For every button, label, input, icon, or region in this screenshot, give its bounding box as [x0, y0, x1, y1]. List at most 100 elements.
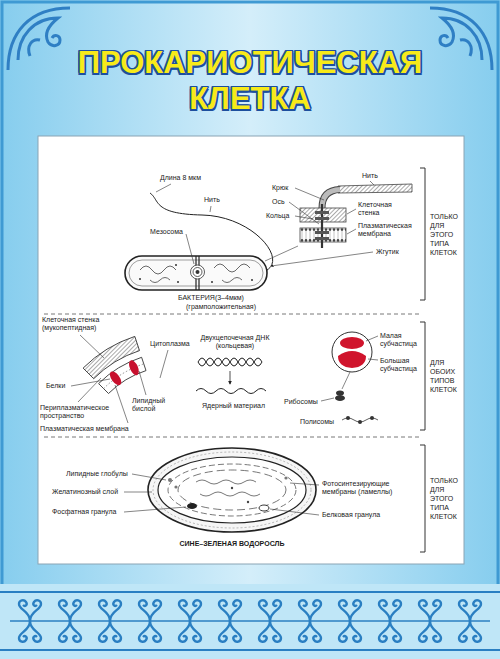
bacterium — [211, 281, 213, 283]
bracket — [420, 168, 425, 300]
leader-line — [132, 474, 166, 480]
figure-caption: БАКТЕРИЯ(3–4мкм) — [178, 294, 244, 302]
leader-line — [290, 483, 319, 485]
ornament-band — [0, 649, 500, 651]
part-label: Ядерный материал — [202, 402, 265, 410]
part-label: Клеточная стенка (мукопептидная) — [42, 316, 114, 332]
part-label: Нить — [362, 172, 378, 180]
leader-line — [115, 385, 128, 423]
blue-green-alga — [284, 476, 287, 479]
bacterium — [139, 278, 141, 280]
part-label: Периплазматическое пространство — [40, 404, 112, 420]
ornament-band — [0, 584, 500, 659]
part-label: Двухцепочечная ДНК (кольцевая) — [196, 334, 274, 350]
blue-green-alga — [148, 448, 316, 532]
blue-green-alga — [231, 487, 233, 489]
part-label: Большая субчастица — [380, 357, 424, 373]
flagellum-detail — [338, 184, 412, 193]
ribosome — [358, 420, 362, 424]
cell-wall-section — [127, 359, 141, 377]
leader-line — [139, 371, 146, 395]
corner-ornament — [18, 18, 60, 60]
bacterium — [140, 266, 176, 274]
dna-and-nucleoid — [198, 358, 262, 366]
flagellum-detail — [315, 211, 329, 214]
leader-line — [71, 181, 378, 515]
part-label: Плазматическая мембрана — [358, 222, 420, 238]
leader-line — [71, 379, 110, 386]
ornament-band — [0, 584, 500, 659]
cell-wall-section — [108, 369, 124, 387]
part-label: Клеточная стенка — [358, 201, 400, 217]
leader-line — [289, 202, 319, 224]
part-label: Длина 8 мкм — [160, 174, 201, 182]
leader-line — [321, 398, 334, 401]
leader-line — [347, 209, 356, 214]
cell-wall-section — [99, 357, 146, 393]
blue-green-alga — [247, 501, 249, 503]
leader-line — [366, 336, 378, 341]
bacterium — [125, 193, 273, 290]
part-label: Малая субчастица — [380, 332, 424, 348]
bacterium — [191, 265, 205, 279]
part-label: Рибосомы — [284, 398, 318, 406]
flagellum-detail — [322, 190, 340, 209]
part-label: Белковая гранула — [322, 511, 380, 519]
leader-line — [124, 507, 186, 512]
leader-line — [271, 252, 373, 266]
poster-title: ПРОКАРИОТИЧЕСКАЯ КЛЕТКА — [40, 45, 460, 117]
corner-ornament — [460, 40, 471, 56]
flagellum-detail — [315, 231, 329, 234]
figure-caption: СИНЕ–ЗЕЛЕНАЯ ВОДОРОСЛЬ — [180, 540, 285, 548]
leader-line — [160, 350, 168, 378]
part-label: Нить — [204, 196, 220, 204]
ribosome — [346, 416, 350, 420]
bracket — [420, 322, 425, 430]
leader-line — [210, 206, 211, 212]
leader-line — [80, 335, 104, 358]
part-label: Белки — [46, 382, 65, 390]
ribosome — [338, 351, 366, 368]
ribosome — [332, 332, 372, 372]
leader-line — [78, 378, 101, 402]
white-panel — [38, 136, 464, 564]
bacterium — [193, 268, 202, 277]
ribosome — [370, 416, 374, 420]
part-label: Кольца — [266, 212, 289, 220]
leader-line — [270, 509, 319, 515]
part-label: Жгутик — [376, 248, 399, 256]
white-panel — [44, 314, 420, 315]
part-label: Ось — [272, 198, 285, 206]
leader-line — [124, 492, 152, 493]
blue-green-alga — [148, 448, 316, 532]
bracket — [420, 445, 425, 552]
bracket-note: ТОЛЬКО ДЛЯ ЭТОГО ТИПА КЛЕТОК — [430, 212, 464, 257]
bacterium — [175, 264, 177, 266]
blue-green-alga — [153, 452, 311, 528]
cell-wall-section — [83, 336, 146, 393]
bacterium — [125, 256, 267, 290]
leader-line — [370, 181, 374, 185]
flagellum-detail — [321, 204, 323, 248]
corner-ornament — [29, 40, 40, 56]
bacterium — [222, 278, 242, 283]
flagellum-detail — [315, 217, 329, 220]
dna-and-nucleoid — [196, 389, 266, 394]
bracket-note: ДЛЯ ОБОИХ ТИПОВ КЛЕТОК — [430, 358, 464, 394]
blue-green-alga — [200, 492, 260, 496]
leader-line — [368, 359, 378, 360]
leader-line — [347, 229, 356, 234]
leader-line — [156, 184, 171, 192]
bracket — [420, 168, 425, 552]
flagellum-detail — [265, 246, 298, 261]
bacterium — [196, 270, 200, 274]
ornament-band — [0, 591, 500, 593]
dna-and-nucleoid — [198, 358, 262, 366]
bacterium — [214, 264, 250, 272]
corner-ornament — [430, 8, 492, 70]
